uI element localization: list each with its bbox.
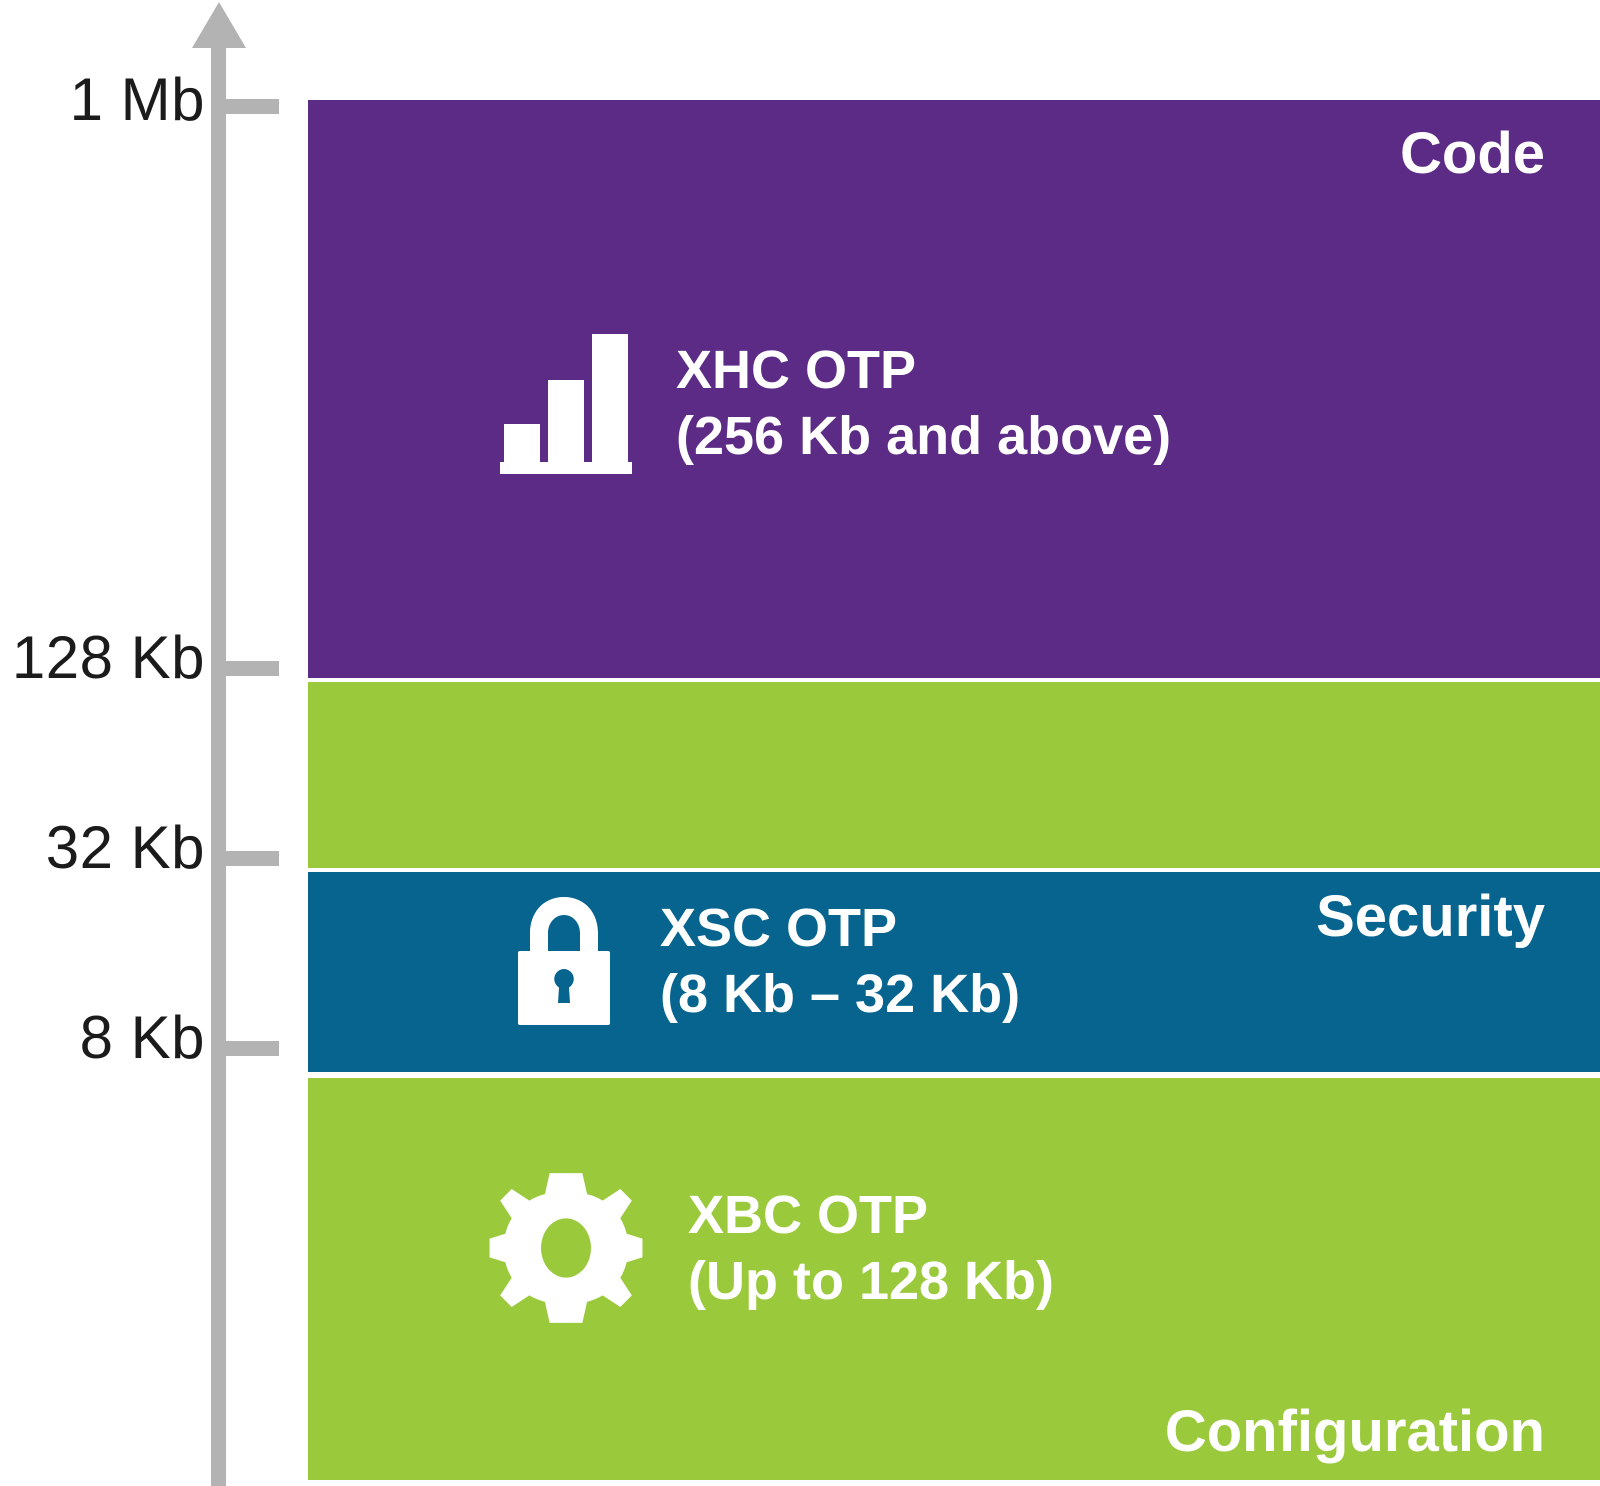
axis-tick-128kb xyxy=(211,661,279,676)
band-code: Code xyxy=(308,100,1600,678)
band-security-edge-label: Security xyxy=(1316,884,1545,949)
group-xbc-otp-text: XBC OTP (Up to 128 Kb) xyxy=(688,1182,1054,1314)
axis-label-8kb: 8 Kb xyxy=(79,1004,205,1071)
axis-label-128kb: 128 Kb xyxy=(11,624,205,691)
group-xhc-otp-line1: XHC OTP xyxy=(676,340,917,400)
band-code-edge-label: Code xyxy=(1400,121,1545,186)
group-xsc-otp-text: XSC OTP (8 Kb – 32 Kb) xyxy=(660,895,1020,1027)
axis-tick-1mb xyxy=(211,99,279,114)
group-xbc-otp-line1: XBC OTP xyxy=(688,1185,929,1245)
axis-arrow-icon xyxy=(192,2,246,48)
axis-tick-8kb xyxy=(211,1041,279,1056)
axis-label-32kb: 32 Kb xyxy=(45,814,205,881)
axis-label-1mb: 1 Mb xyxy=(69,66,205,133)
bar-chart-icon xyxy=(500,334,632,474)
band-configuration-edge-label: Configuration xyxy=(1164,1399,1545,1464)
group-xhc-otp: XHC OTP (256 Kb and above) xyxy=(500,330,1171,476)
group-xsc-otp-line1: XSC OTP xyxy=(660,898,898,958)
axis-tick-32kb xyxy=(211,851,279,866)
band-green-mid xyxy=(308,682,1600,868)
group-xbc-otp: XBC OTP (Up to 128 Kb) xyxy=(488,1170,1054,1326)
group-xhc-otp-line2: (256 Kb and above) xyxy=(676,406,1172,466)
gear-icon xyxy=(489,1173,643,1323)
group-xbc-otp-line2: (Up to 128 Kb) xyxy=(688,1251,1055,1311)
memory-size-axis-line xyxy=(211,44,226,1486)
group-xsc-otp: XSC OTP (8 Kb – 32 Kb) xyxy=(512,895,1020,1027)
lock-icon xyxy=(518,897,610,1025)
group-xhc-otp-text: XHC OTP (256 Kb and above) xyxy=(676,337,1171,469)
group-xsc-otp-line2: (8 Kb – 32 Kb) xyxy=(660,964,1021,1024)
